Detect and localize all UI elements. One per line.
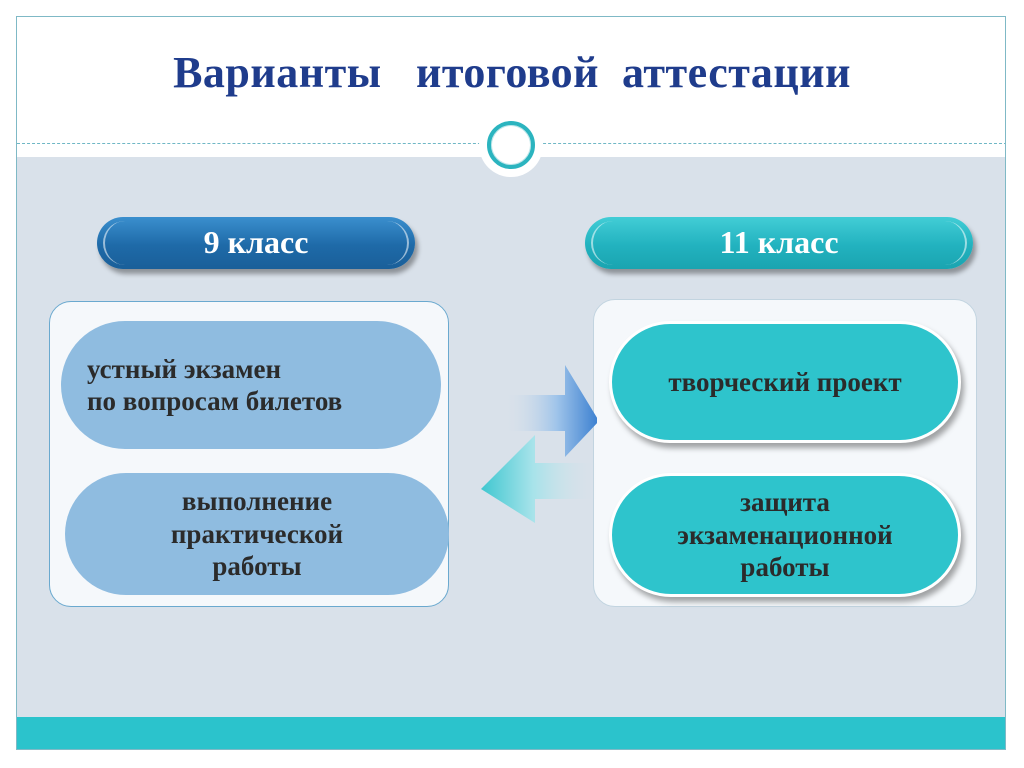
ring-icon <box>487 121 535 169</box>
option-line: практической <box>170 518 344 549</box>
arrow-right-icon <box>505 365 597 457</box>
arrow-left-icon <box>481 435 597 523</box>
grade-9-option-oral-exam: устный экзамен по вопросам билетов <box>61 321 441 449</box>
option-line: работы <box>740 552 830 583</box>
option-line: выполнение <box>181 486 333 517</box>
option-line: защита <box>740 487 830 518</box>
exchange-arrows <box>481 365 597 523</box>
grade-9-header-label: 9 класс <box>203 224 309 260</box>
bottom-band <box>17 717 1005 749</box>
grade-11-header-label: 11 класс <box>719 224 839 260</box>
slide: Варианты итоговой аттестации 9 класс 11 … <box>16 16 1006 750</box>
grade-9-option-practical-work: выполнение практической работы <box>65 473 449 595</box>
option-line: работы <box>212 551 302 582</box>
option-line: по вопросам билетов <box>87 386 343 416</box>
option-line: творческий проект <box>668 366 902 397</box>
grade-11-option-exam-work-defense: защита экзаменационной работы <box>609 473 961 597</box>
option-line: устный экзамен <box>87 353 282 384</box>
divider-ring-holder <box>479 113 543 177</box>
slide-title: Варианты итоговой аттестации <box>173 48 851 97</box>
grade-11-option-creative-project: творческий проект <box>609 321 961 443</box>
option-line: экзаменационной <box>677 519 893 550</box>
grade-9-header: 9 класс <box>97 217 415 269</box>
grade-11-header: 11 класс <box>585 217 973 269</box>
